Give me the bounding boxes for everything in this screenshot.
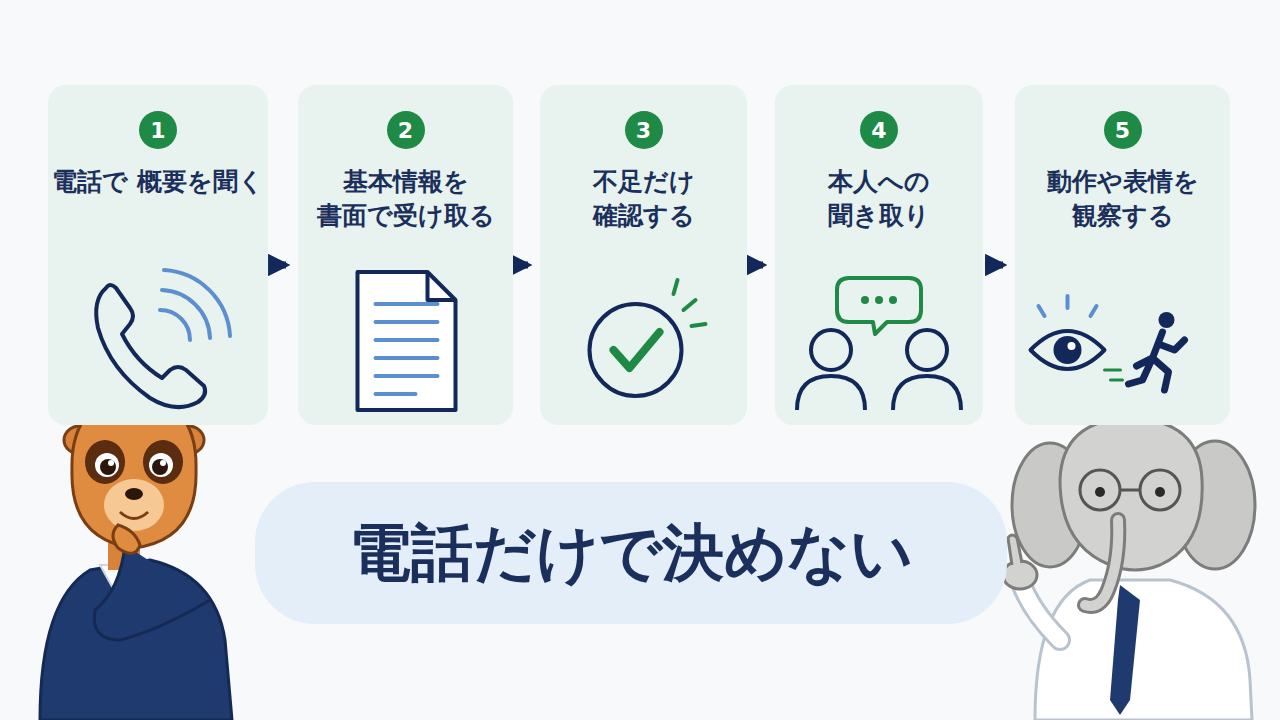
meerkat-mascot <box>40 389 232 720</box>
step-title: 本人への 聞き取り <box>775 165 983 233</box>
callout-number: 2 <box>398 118 413 143</box>
step-number-circle: 4 <box>860 111 898 149</box>
step-title: 基本情報を 書面で受け取る <box>298 165 513 233</box>
step-card: 電話で 概要を聞く 1 <box>48 85 268 425</box>
step-card: 基本情報を 書面で受け取る 2 <box>298 85 513 425</box>
step-card: 不足だけ 確認する 3 <box>540 85 747 425</box>
step-title: 動作や表情を 観察する <box>1015 165 1230 233</box>
callout-number: 3 <box>636 118 651 143</box>
flow-arrow <box>515 262 528 269</box>
callout-number: 5 <box>1115 118 1130 143</box>
step-card: 本人への 聞き取り 4 <box>775 85 983 425</box>
flow-arrow <box>985 262 1003 269</box>
elephant-mascot <box>1003 398 1255 720</box>
slogan-pill: 電話だけで決めない <box>255 482 1007 624</box>
step-number-circle: 1 <box>139 111 177 149</box>
flow-arrow <box>749 262 763 269</box>
step-card: 動作や表情を 観察する 5 <box>1015 85 1230 425</box>
step-number-circle: 5 <box>1104 111 1142 149</box>
callout-number: 4 <box>871 118 886 143</box>
slogan-text: 電話だけで決めない <box>349 511 913 595</box>
callout-number: 1 <box>150 118 165 143</box>
flow-arrow <box>270 262 286 269</box>
step-number-circle: 2 <box>387 111 425 149</box>
step-title: 電話で 概要を聞く <box>48 165 268 199</box>
step-title: 不足だけ 確認する <box>540 165 747 233</box>
step-number-circle: 3 <box>625 111 663 149</box>
